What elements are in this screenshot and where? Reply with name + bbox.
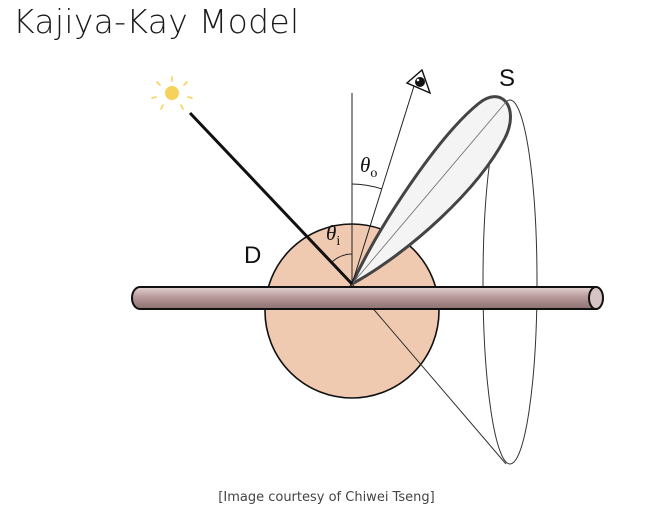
theta-i-label: θi bbox=[326, 221, 340, 249]
image-credit-caption: [Image courtesy of Chiwei Tseng] bbox=[218, 490, 435, 505]
theta-o-arc bbox=[351, 183, 383, 190]
specular-cone-ellipse bbox=[482, 99, 538, 465]
theta-o-label: θo bbox=[360, 153, 377, 181]
view-direction-line bbox=[351, 85, 415, 285]
label-diffuse: D bbox=[244, 242, 261, 269]
hair-fiber bbox=[131, 286, 604, 310]
lobe-axis bbox=[351, 101, 507, 285]
incident-light-ray bbox=[188, 111, 354, 286]
slide-title: Kajiya-Kay Model bbox=[13, 2, 300, 41]
eye-icon bbox=[405, 68, 432, 95]
label-specular: S bbox=[499, 65, 515, 92]
sun-icon bbox=[151, 76, 193, 110]
cone-ray-bottom bbox=[351, 283, 507, 465]
